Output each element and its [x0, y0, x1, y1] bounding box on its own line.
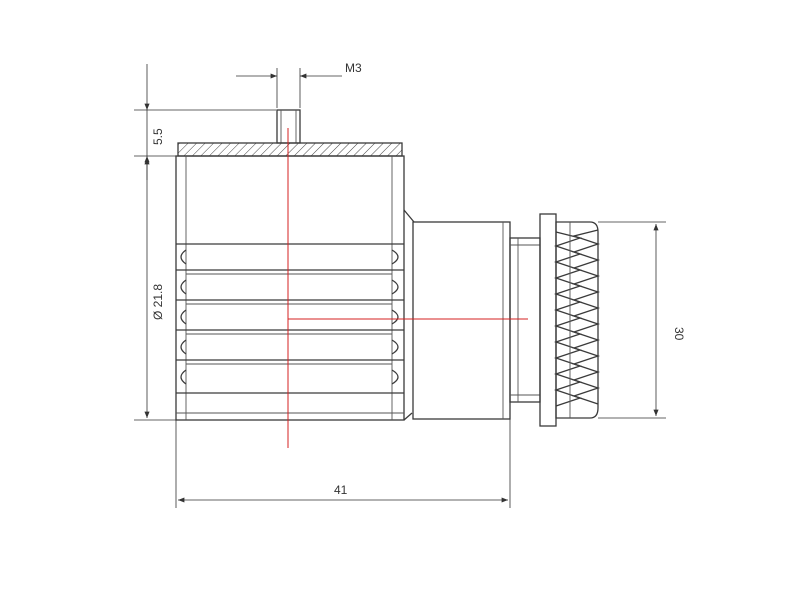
centerlines — [287, 128, 528, 448]
side-shoulder — [403, 209, 415, 421]
main-body — [175, 155, 405, 421]
dimension-m3: M3 — [236, 61, 362, 108]
dimension-cable-gland: 30 — [598, 221, 686, 419]
gland-nut — [509, 213, 557, 427]
knurled-cable-gland — [553, 221, 601, 419]
top-cap — [177, 142, 403, 157]
pin-height-label: 5.5 — [151, 128, 165, 145]
dimension-total-length: 41 — [175, 419, 511, 508]
cable-gland-label: 30 — [672, 327, 686, 341]
dimension-pin-height: 5.5 — [134, 64, 276, 180]
thread-size-label: M3 — [345, 61, 362, 75]
body-diameter-label: Ø 21.8 — [151, 284, 165, 320]
total-length-label: 41 — [334, 483, 348, 497]
cable-housing — [412, 221, 511, 420]
dimension-body-diameter: Ø 21.8 — [134, 158, 176, 421]
ribbed-grip — [176, 243, 404, 394]
